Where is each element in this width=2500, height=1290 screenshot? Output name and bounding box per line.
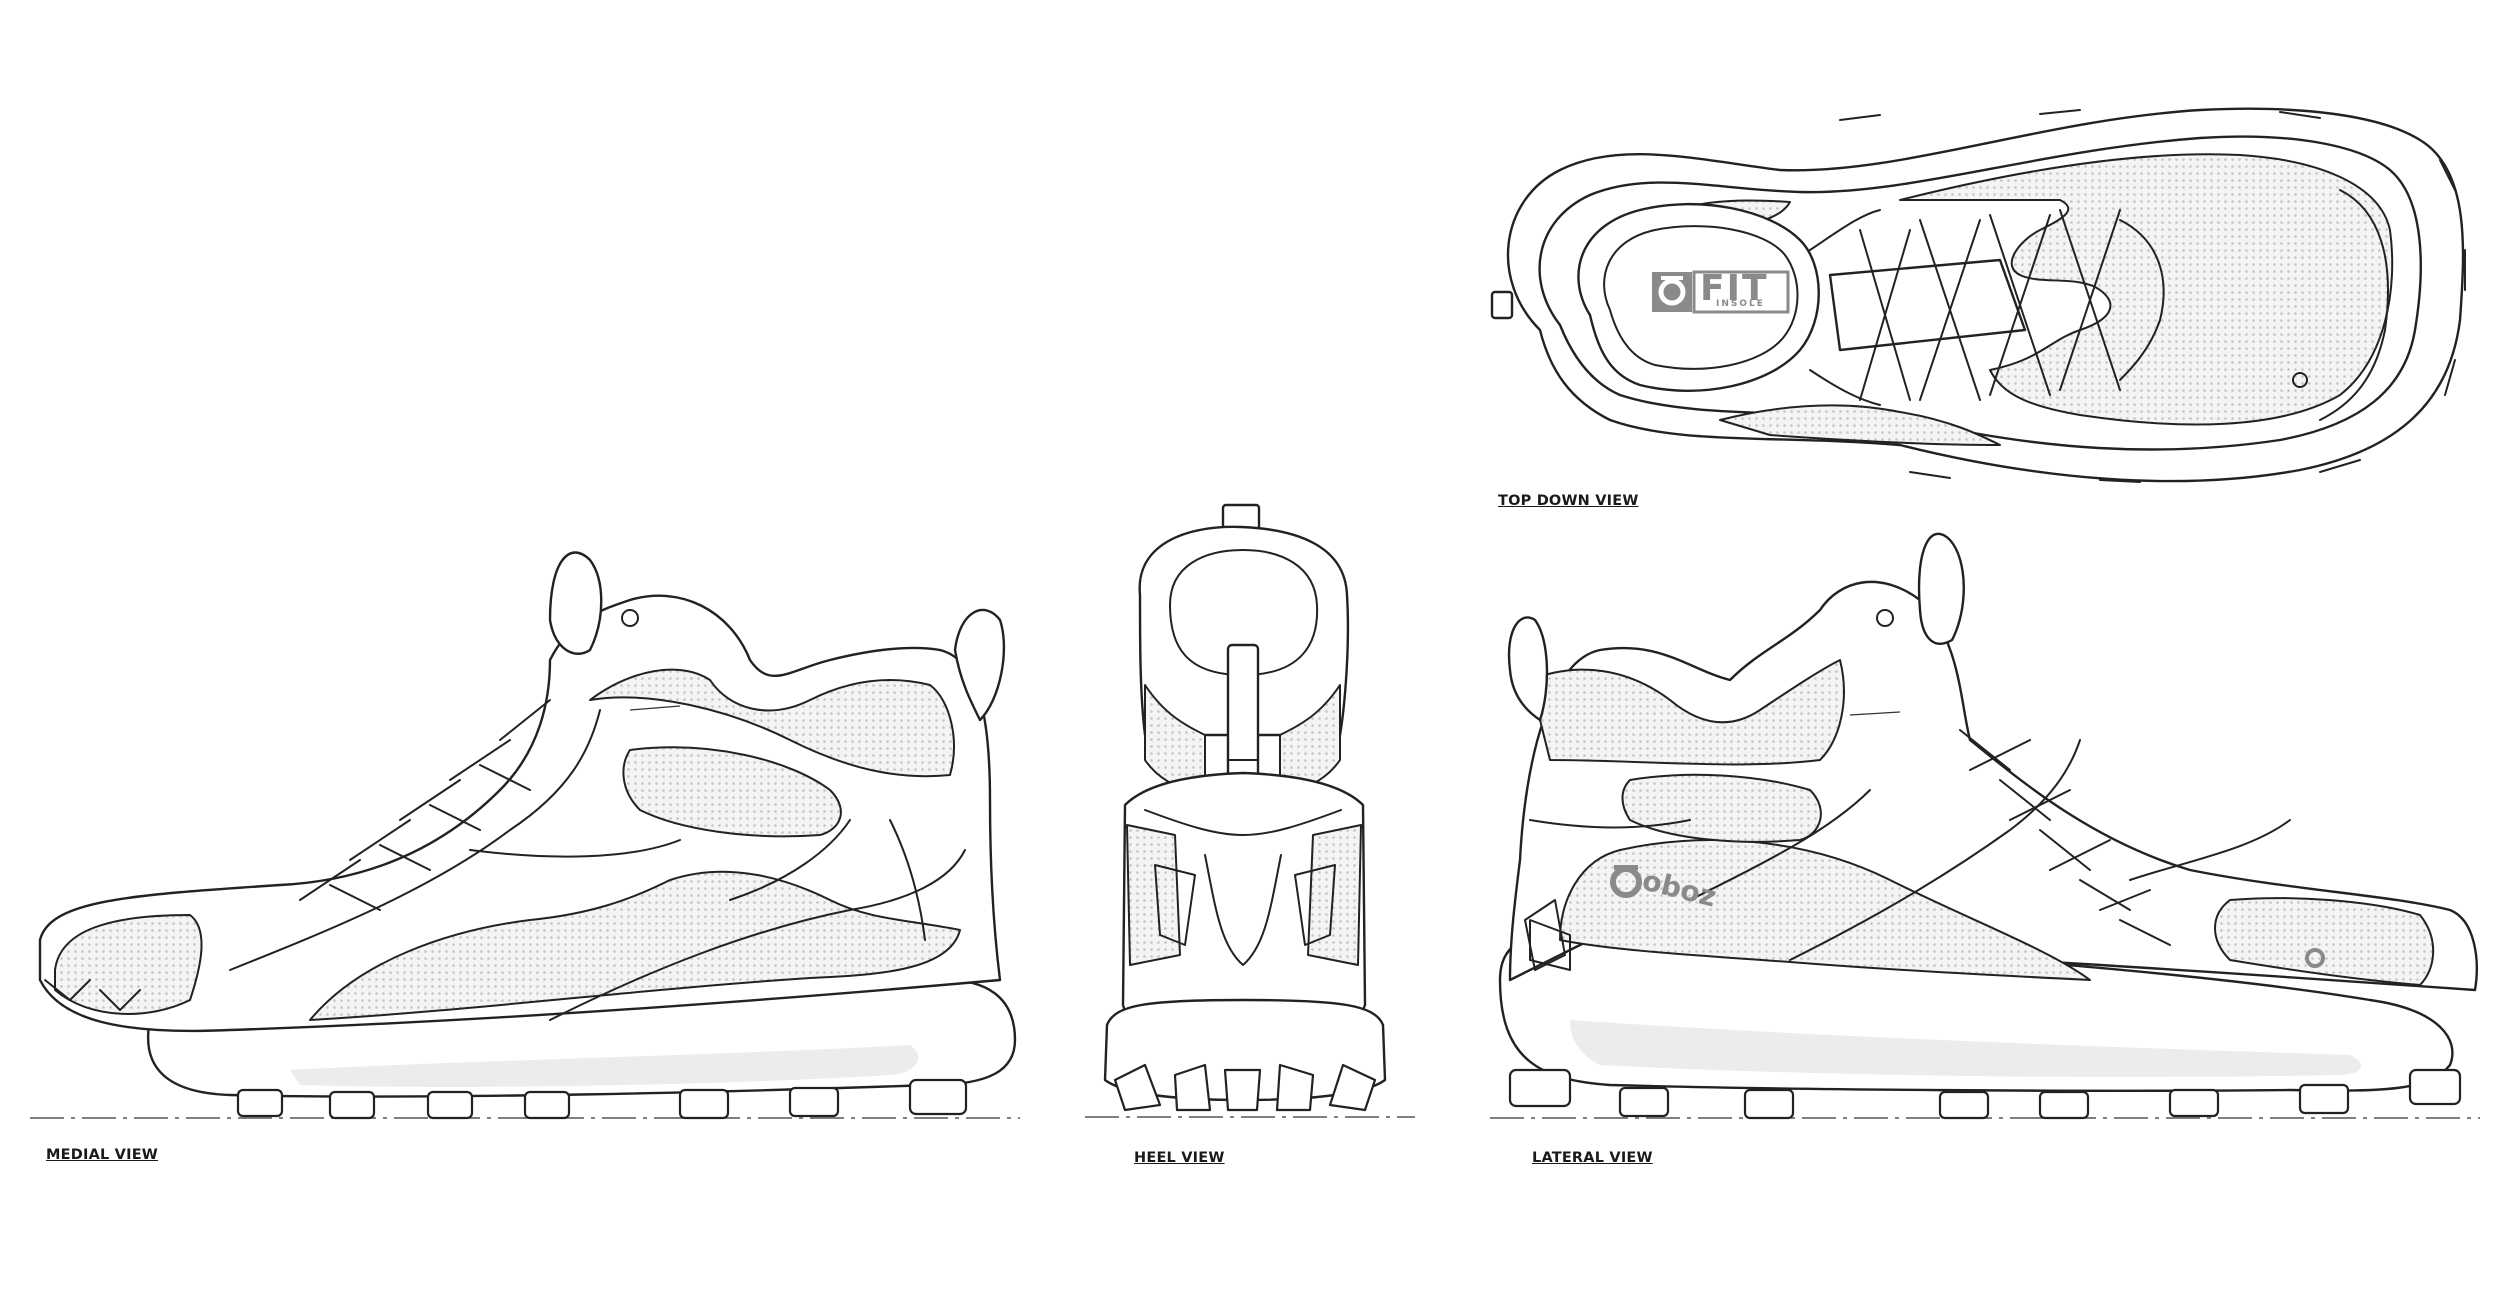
heel-view-drawing [1085, 503, 1415, 1125]
oboz-logo-mark [1610, 865, 1642, 898]
medial-view-drawing [30, 500, 1030, 1130]
lateral-view-drawing: oboz [1490, 500, 2485, 1130]
top-down-view-drawing: FIT INSOLE [1480, 100, 2470, 490]
insole-logo-word: FIT [1700, 268, 1769, 309]
insole-logo-subword: INSOLE [1716, 299, 1765, 309]
lateral-view-caption: LATERAL VIEW [1532, 1150, 1653, 1166]
medial-view-caption: MEDIAL VIEW [46, 1147, 158, 1163]
fit-insole-logo [1652, 270, 1790, 314]
heel-view-caption: HEEL VIEW [1134, 1150, 1225, 1166]
top-down-view-caption: TOP DOWN VIEW [1498, 493, 1639, 509]
